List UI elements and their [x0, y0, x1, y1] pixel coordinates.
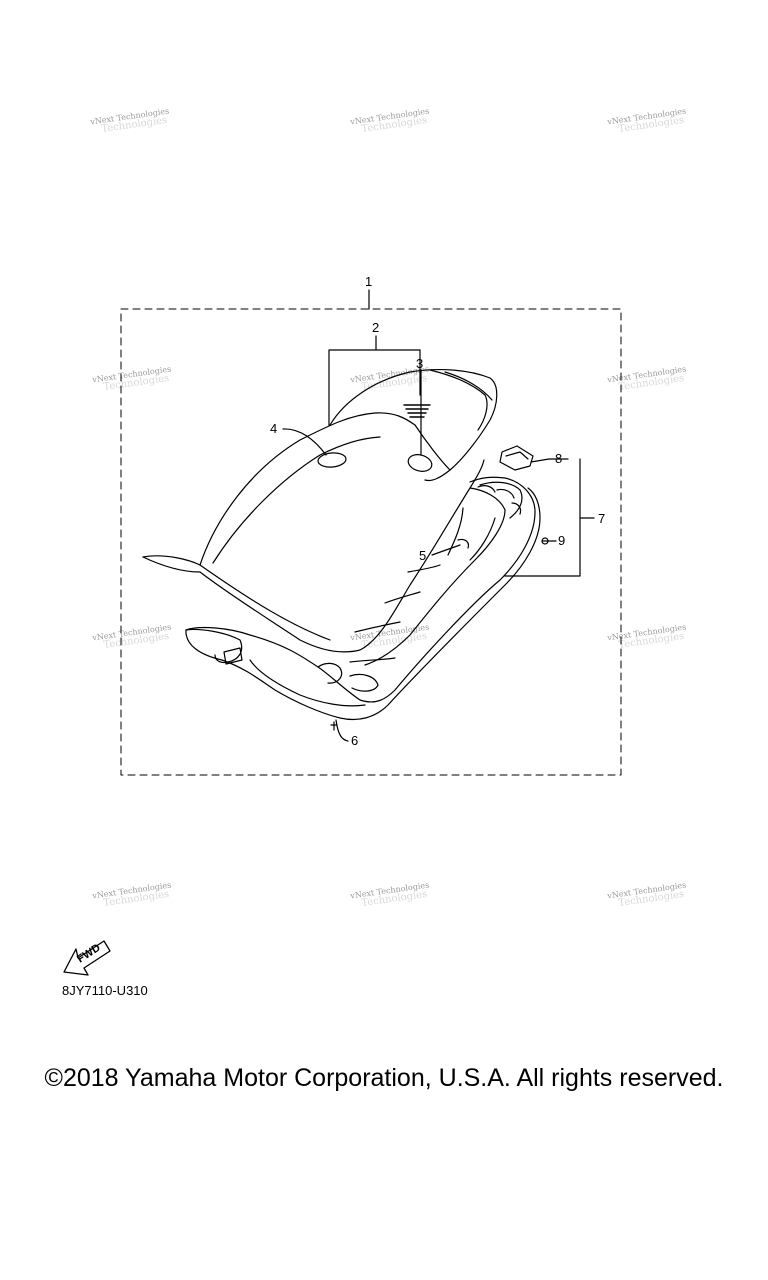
- base-rib: [469, 517, 496, 561]
- rear-cushion-side: [414, 424, 451, 471]
- leader-line: [328, 335, 421, 426]
- latch-bracket: [499, 445, 534, 471]
- leader-line: [282, 428, 327, 456]
- latch-bracket: [505, 451, 529, 460]
- callout-4: 4: [270, 421, 277, 436]
- grab-strap: [317, 452, 347, 468]
- seat-cushion-edge: [199, 564, 331, 641]
- base-inner: [364, 487, 506, 666]
- callout-2: 2: [372, 320, 379, 335]
- rear-mechanism: [477, 485, 522, 515]
- leader-line: [504, 458, 595, 577]
- copyright-notice: ©2018 Yamaha Motor Corporation, U.S.A. A…: [44, 1064, 724, 1092]
- base-pocket: [349, 673, 379, 692]
- callout-3: 3: [416, 356, 423, 371]
- assembly-frame: [120, 308, 622, 776]
- base-rib: [354, 621, 401, 633]
- callout-9: 9: [558, 533, 565, 548]
- seat-cushion: [142, 412, 416, 566]
- diagram-code: 8JY7110-U310: [62, 983, 148, 998]
- logo-emblem: [403, 404, 431, 418]
- callout-1: 1: [365, 274, 372, 289]
- base-rib: [349, 657, 396, 663]
- clip: [457, 538, 470, 549]
- seat-base-rim: [249, 659, 366, 707]
- base-rib: [384, 591, 421, 604]
- callout-6: 6: [351, 733, 358, 748]
- seat-cushion-seam: [212, 436, 381, 564]
- base-pocket: [317, 662, 343, 684]
- rear-cushion-stripe: [429, 369, 488, 431]
- seat-base-shell: [185, 487, 541, 721]
- rear-cushion-stripe: [444, 371, 493, 401]
- emblem-patch: [407, 454, 433, 472]
- seat-base-shell: [185, 476, 536, 703]
- front-handle: [185, 628, 243, 664]
- base-rib: [447, 507, 464, 556]
- leader-line: [335, 719, 349, 742]
- leader-line: [431, 544, 461, 556]
- callout-8: 8: [555, 451, 562, 466]
- base-inner: [479, 481, 523, 519]
- callout-5: 5: [419, 548, 426, 563]
- front-handle-latch: [223, 647, 243, 665]
- seat-cushion: [142, 459, 485, 653]
- callout-7: 7: [598, 511, 605, 526]
- screw: [330, 721, 338, 731]
- leader-line: [530, 458, 550, 463]
- fwd-arrow-icon: FWD: [63, 940, 111, 976]
- base-rib: [407, 564, 441, 573]
